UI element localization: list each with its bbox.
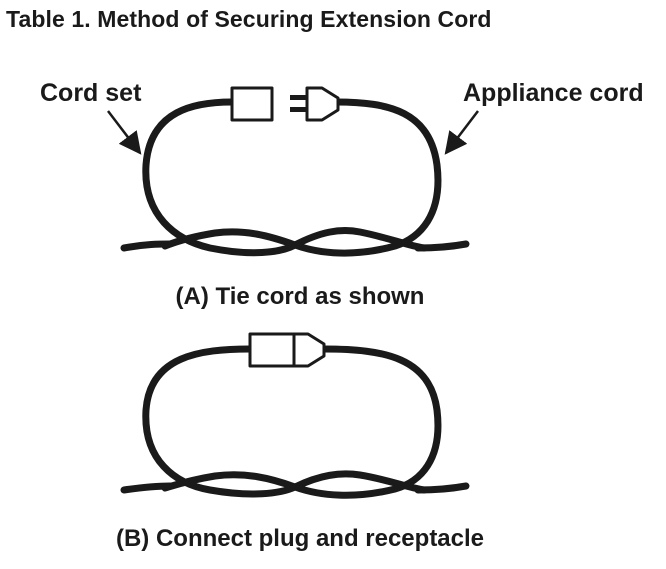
caption-a: (A) Tie cord as shown <box>175 283 425 310</box>
cord-set-loop-b <box>142 345 428 498</box>
figure-b <box>120 332 470 499</box>
diagram-title: Table 1. Method of Securing Extension Co… <box>6 6 492 32</box>
appliance-cord-loop-b <box>161 345 442 499</box>
plug-prong-top-a <box>290 95 307 100</box>
plug-a <box>305 86 340 122</box>
plug-b <box>292 332 326 368</box>
plug-prong-bottom-a <box>290 107 307 112</box>
cord-set-arrow <box>107 110 142 155</box>
cord-set-loop-a <box>142 98 428 257</box>
cord-tail-right-a <box>414 240 470 252</box>
cord-tail-right-b <box>414 482 470 494</box>
appliance-cord-arrow <box>444 110 479 155</box>
cord-set-label: Cord set <box>40 79 142 107</box>
caption-b: (B) Connect plug and receptacle <box>115 525 485 552</box>
cord-tail-left-b <box>120 482 174 494</box>
appliance-cord-label: Appliance cord <box>463 79 644 107</box>
receptacle-b <box>248 332 296 368</box>
appliance-cord-loop-a <box>161 98 442 257</box>
figure-a <box>107 86 479 257</box>
receptacle-a <box>230 86 274 122</box>
cord-tail-left-a <box>120 240 174 252</box>
